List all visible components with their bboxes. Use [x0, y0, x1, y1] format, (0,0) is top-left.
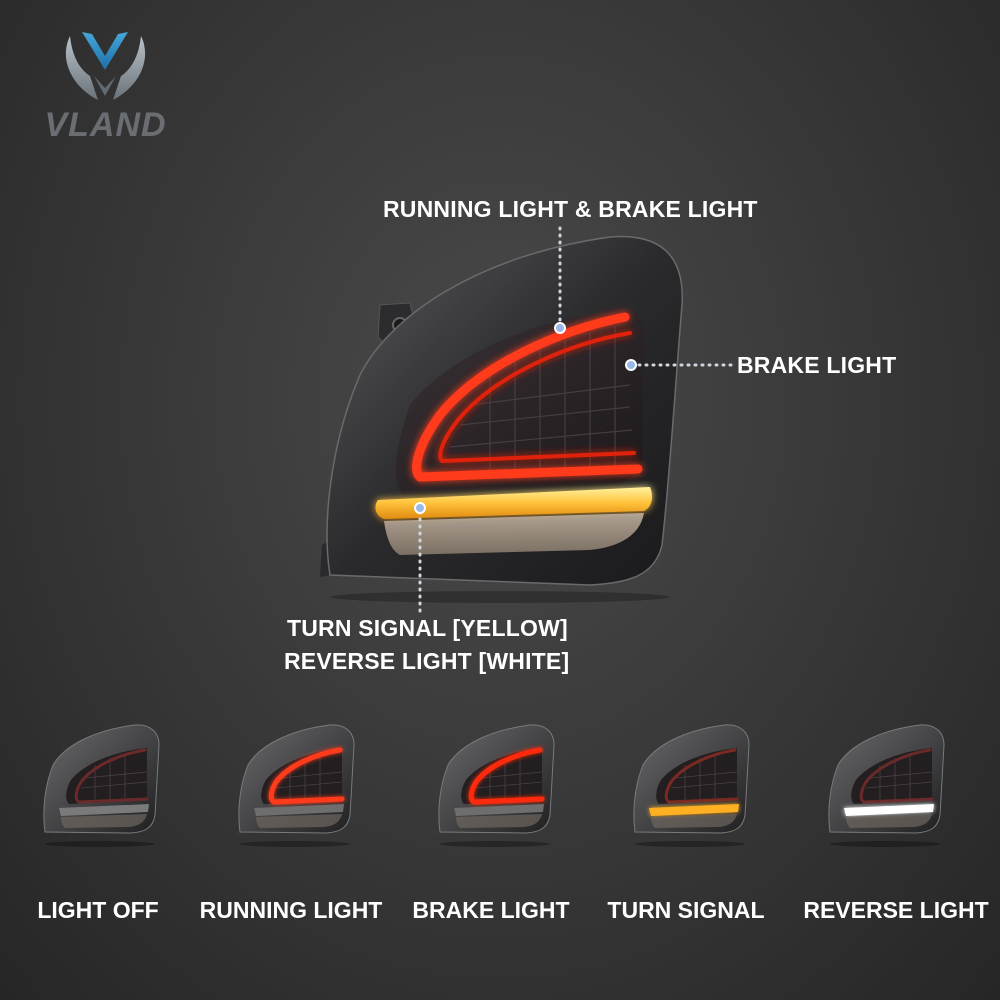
vland-emblem-icon — [65, 32, 146, 100]
callout-reverse: REVERSE LIGHT [WHITE] — [284, 648, 570, 674]
caption-running-light: RUNNING LIGHT — [199, 897, 383, 923]
callout-running-brake: RUNNING LIGHT & BRAKE LIGHT — [383, 196, 758, 222]
caption-turn-signal: TURN SIGNAL — [607, 897, 765, 923]
thumb-running-light — [238, 724, 355, 847]
caption-light-off: LIGHT OFF — [37, 897, 159, 923]
callout-turn-signal: TURN SIGNAL [YELLOW] — [287, 615, 568, 641]
thumb-brake-light — [438, 724, 555, 847]
caption-reverse-light: REVERSE LIGHT — [803, 897, 989, 923]
thumb-reverse-light — [828, 724, 945, 847]
thumb-turn-signal — [633, 724, 750, 847]
brand-wordmark: VLAND — [44, 106, 167, 144]
brand-logo: VLAND — [38, 26, 173, 146]
main-tail-lamp — [320, 235, 683, 603]
callout-brake: BRAKE LIGHT — [737, 352, 897, 378]
thumb-light-off — [43, 724, 160, 847]
caption-brake-light: BRAKE LIGHT — [412, 897, 570, 923]
